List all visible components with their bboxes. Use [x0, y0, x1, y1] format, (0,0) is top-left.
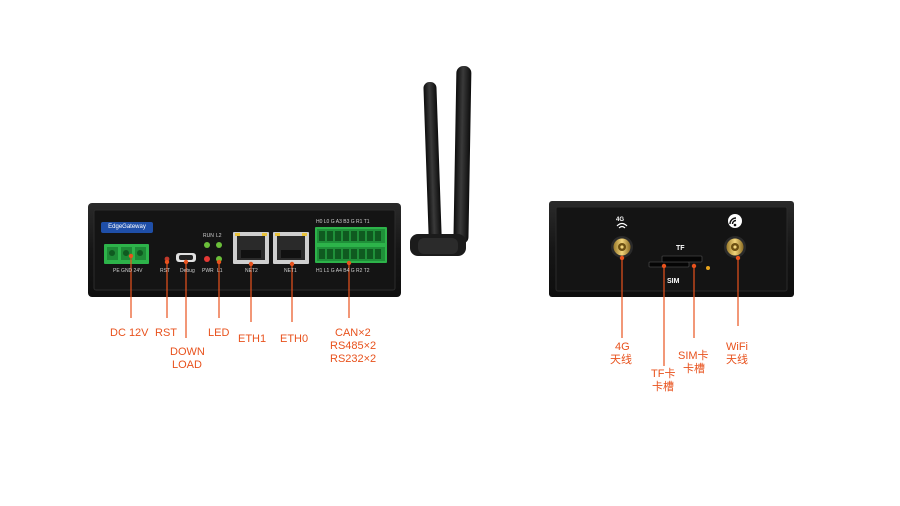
net1-port-label: NET1 — [284, 268, 297, 274]
pwr-led-label: PWR — [202, 268, 214, 274]
front-leader-lines — [130, 256, 350, 338]
callout-4g-line2: 天线 — [610, 354, 632, 366]
callout-dc-12v: DC 12V — [110, 327, 149, 339]
sim-slot-label: SIM — [667, 278, 680, 285]
rst-port-label: RST — [160, 268, 170, 274]
terminal-block — [315, 227, 387, 263]
power-port-label: PE GND 24V — [113, 268, 143, 274]
l2-led-label: L2 — [216, 233, 222, 239]
run-led-label: RUN — [203, 233, 214, 239]
antenna-icon — [611, 236, 633, 258]
callout-wifi-line2: 天线 — [726, 354, 748, 366]
callout-download-line2: LOAD — [172, 359, 202, 371]
callout-led: LED — [208, 327, 230, 339]
wifi-icon — [728, 214, 742, 228]
front-antenna-left — [423, 82, 442, 242]
debug-port-label: Debug — [180, 268, 195, 274]
terminal-top-label: H0 L0 G A3 B3 G R1 T1 — [316, 219, 370, 225]
antenna-base-icon — [410, 234, 466, 256]
callout-can: CAN×2 — [335, 327, 371, 339]
led-icon — [706, 266, 710, 270]
terminal-bottom-label: H1 L1 G A4 B4 G R2 T2 — [316, 268, 370, 274]
antenna-icon — [724, 236, 746, 258]
callout-sim-line1: SIM卡 — [678, 350, 709, 362]
4g-icon-label: 4G — [616, 217, 625, 223]
led-icon — [216, 242, 222, 248]
l1-led-label: L1 — [217, 268, 223, 274]
callout-wifi-line1: WiFi — [726, 341, 748, 353]
brand-badge: EdgeGateway — [101, 222, 153, 233]
callout-rs232: RS232×2 — [330, 353, 377, 365]
front-antenna-right — [453, 66, 472, 245]
callout-rst: RST — [155, 327, 177, 339]
sim-card-slot — [661, 255, 703, 263]
ethernet-port-icon — [233, 232, 269, 264]
power-connector — [104, 244, 149, 264]
callout-tf-line1: TF卡 — [651, 368, 676, 380]
ethernet-port-icon — [273, 232, 309, 264]
back-leader-lines — [621, 258, 739, 366]
net2-port-label: NET2 — [245, 268, 258, 274]
tf-slot-label: TF — [676, 245, 685, 252]
4g-icon — [616, 222, 628, 229]
callout-eth1: ETH1 — [238, 333, 267, 345]
callout-4g-line1: 4G — [615, 341, 630, 353]
callout-eth0: ETH0 — [280, 333, 309, 345]
callout-download-line1: DOWN — [170, 346, 205, 358]
led-icon — [204, 242, 210, 248]
callout-tf-line2: 卡槽 — [652, 381, 674, 393]
debug-usb-port — [176, 253, 196, 262]
callout-rs485: RS485×2 — [330, 340, 377, 352]
tf-card-slot — [648, 261, 690, 268]
led-icon — [204, 256, 210, 262]
callout-sim-line2: 卡槽 — [683, 363, 705, 375]
